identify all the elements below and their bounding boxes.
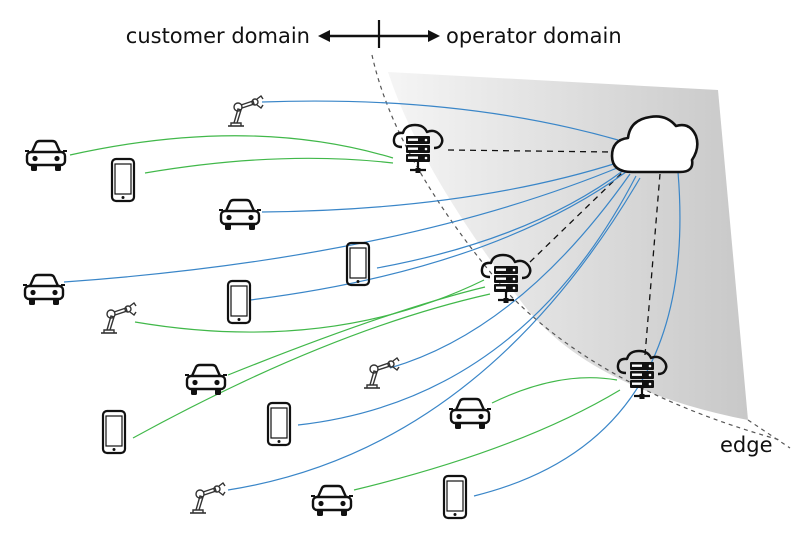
smartphone-icon [101, 409, 127, 455]
edge-local-links [69, 135, 621, 491]
robot-arm-icon [227, 95, 264, 127]
edge-label: edge [720, 433, 773, 457]
operator-domain-label: operator domain [446, 24, 622, 48]
robot-arm-icon [100, 302, 137, 334]
edge-boundary-tail [747, 419, 791, 449]
robot-arm-icon [189, 482, 226, 514]
customer-domain-label: customer domain [126, 24, 310, 48]
smartphone-icon [345, 241, 371, 287]
car-icon [310, 484, 354, 518]
smartphone-icon [266, 401, 292, 447]
smartphone-icon [110, 157, 136, 203]
car-icon [22, 273, 66, 307]
car-icon [218, 198, 262, 232]
edge-region [388, 72, 748, 420]
domain-divider [318, 20, 440, 48]
car-icon [24, 139, 68, 173]
car-icon [184, 363, 228, 397]
smartphone-icon [226, 279, 252, 325]
backhaul-links [447, 149, 661, 356]
car-icon [448, 397, 492, 431]
robot-arm-icon [363, 357, 400, 389]
cloud-icon [610, 115, 699, 174]
smartphone-icon [442, 474, 468, 520]
